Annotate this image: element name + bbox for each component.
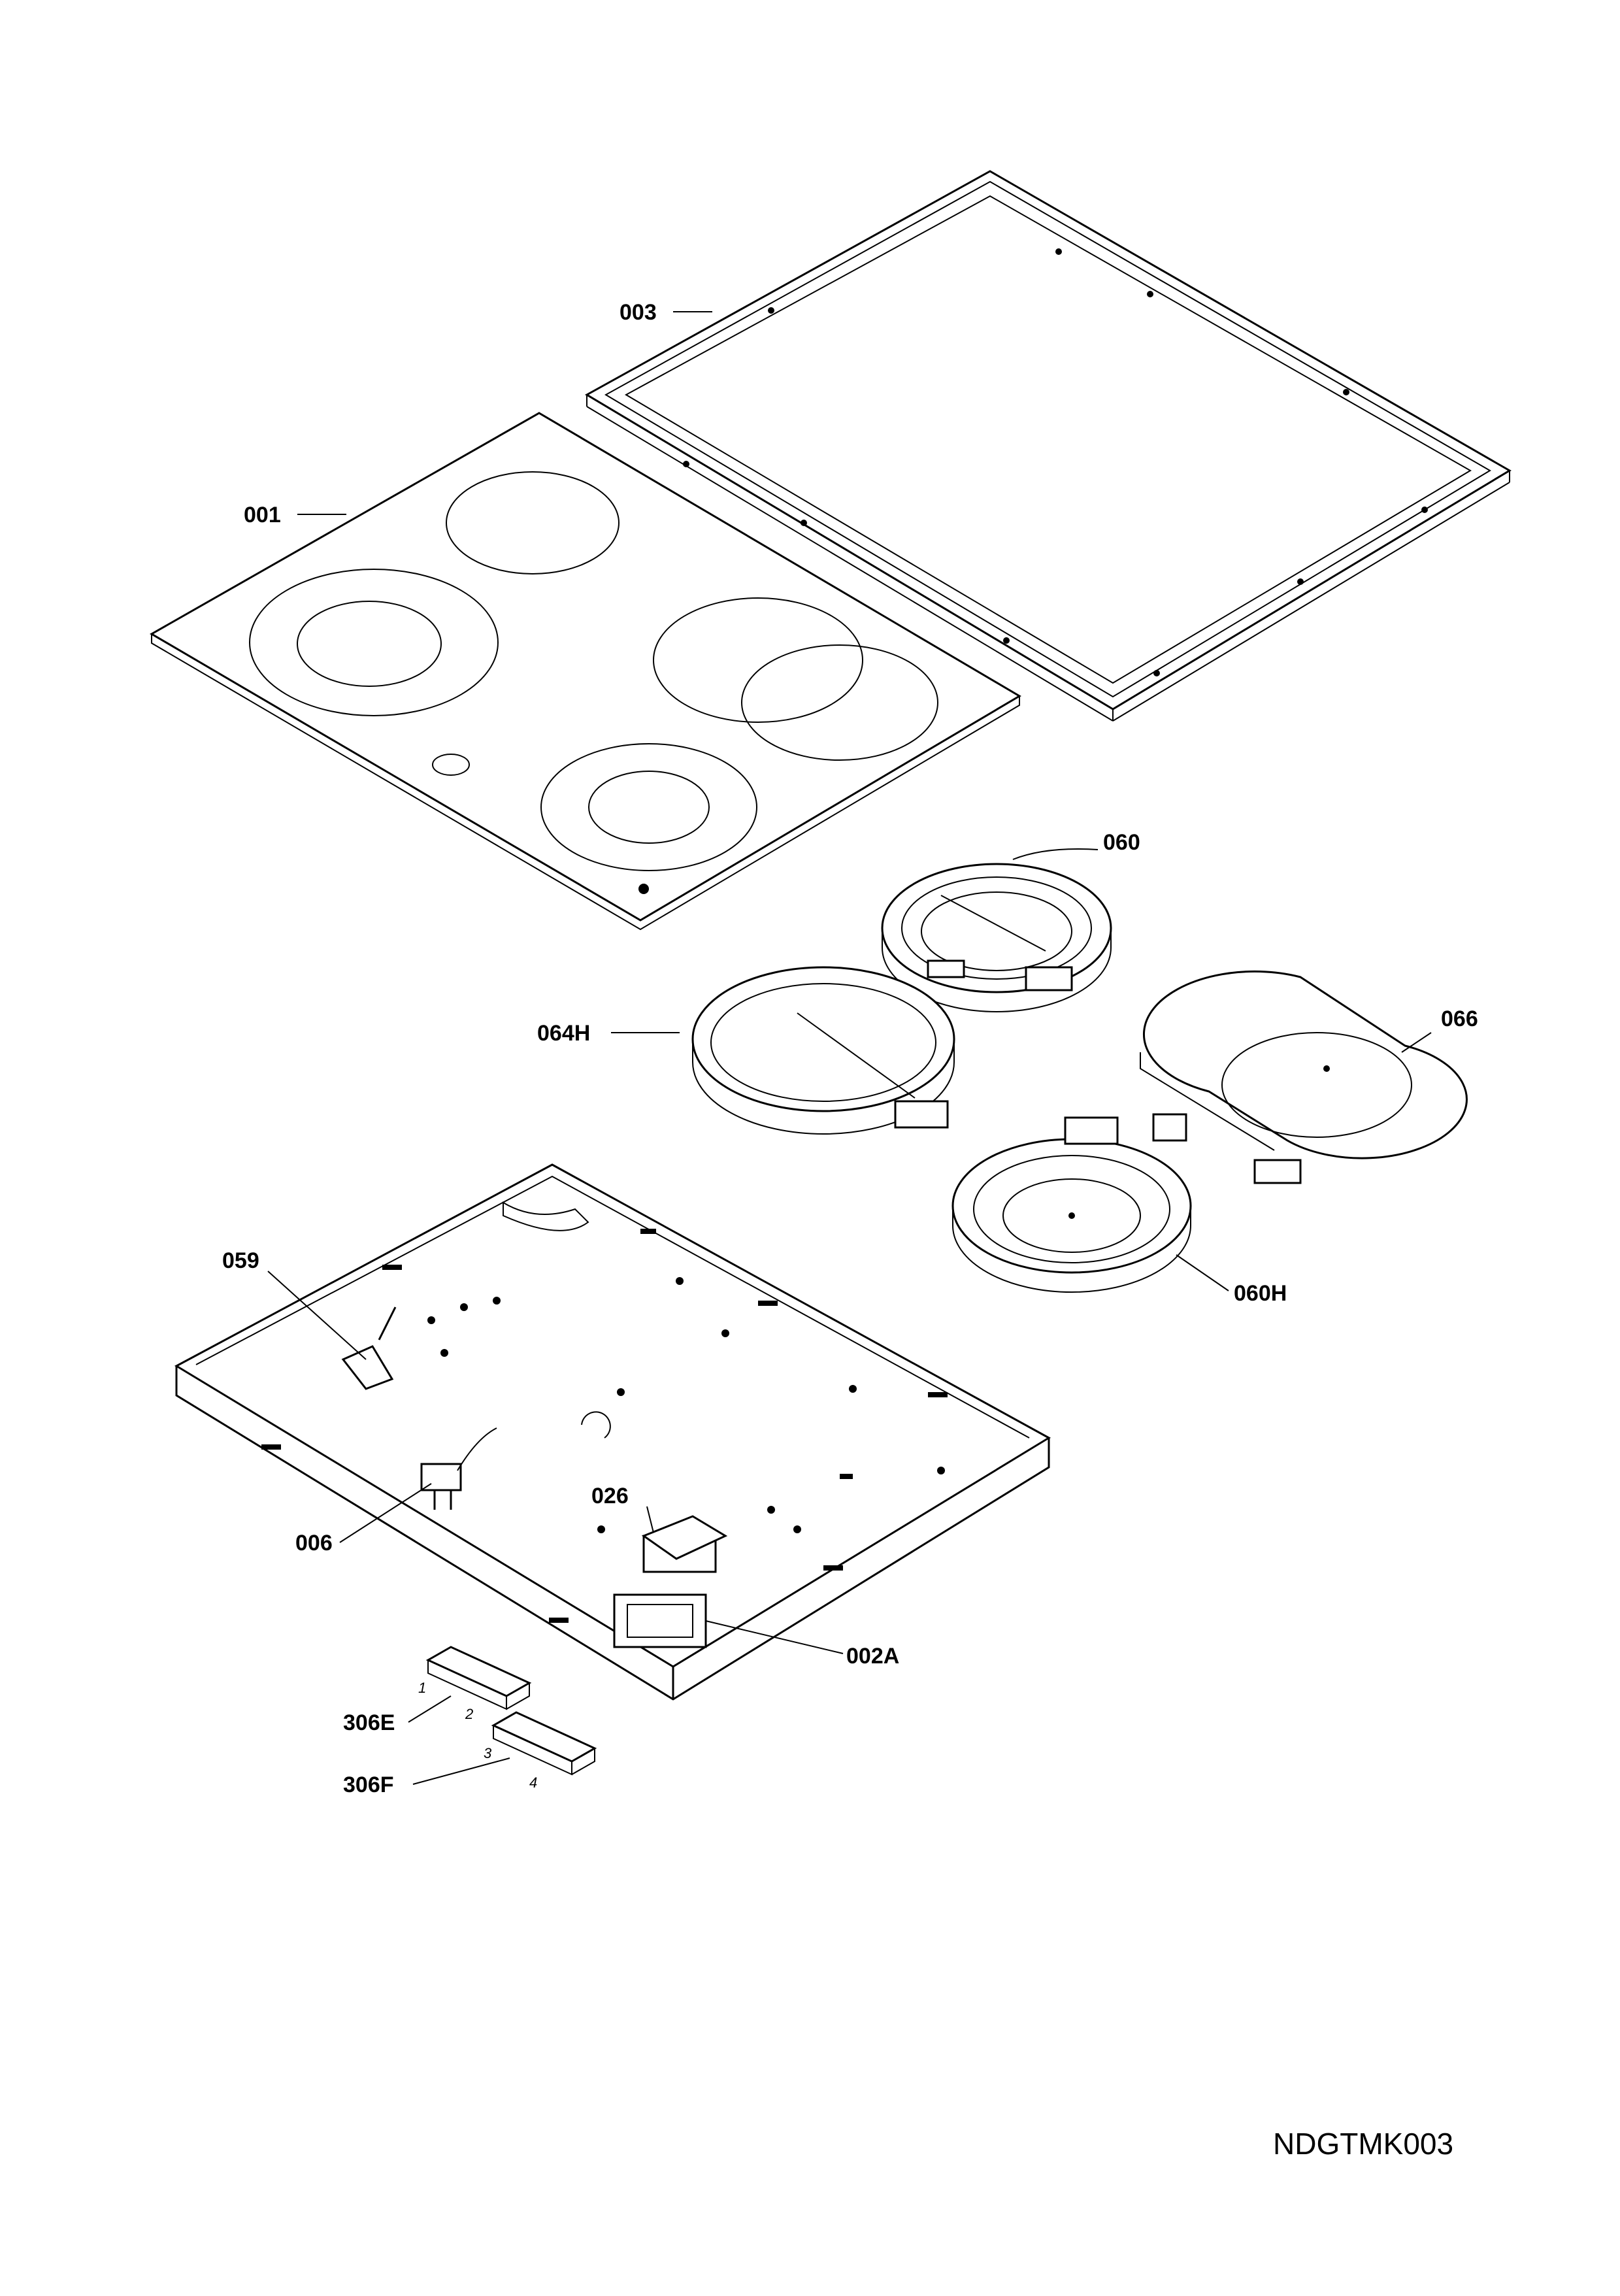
label-064h: 064H: [537, 1021, 590, 1046]
drawing-code: NDGTMK003: [1273, 2127, 1453, 2161]
label-066: 066: [1441, 1007, 1478, 1031]
knob-mark-4: 4: [529, 1774, 537, 1791]
knob-mark-2: 2: [465, 1706, 473, 1722]
part-heater-060: [881, 863, 1112, 1012]
label-003: 003: [620, 300, 657, 325]
part-glass-top-001: [150, 412, 1021, 931]
label-002a: 002A: [846, 1644, 899, 1669]
part-heater-064h: [691, 966, 955, 1135]
label-059: 059: [222, 1248, 259, 1273]
part-heater-060h: [951, 1116, 1192, 1293]
part-frame-003: [584, 170, 1512, 722]
part-bracket-059: [341, 1306, 397, 1390]
part-terminal-006: [420, 1427, 497, 1510]
part-knob-306f: [491, 1711, 597, 1776]
part-heater-066: [1140, 970, 1468, 1184]
label-006: 006: [295, 1531, 333, 1556]
part-base-tray-002a: [174, 1163, 1051, 1701]
part-cover-plate-026: [641, 1515, 728, 1560]
label-026: 026: [591, 1484, 629, 1508]
part-knob-306e: [425, 1646, 532, 1710]
knob-mark-1: 1: [418, 1680, 426, 1696]
label-306f: 306F: [343, 1772, 394, 1797]
label-001: 001: [244, 503, 281, 527]
label-060: 060: [1103, 830, 1140, 855]
label-306e: 306E: [343, 1710, 395, 1735]
leader-lines: [267, 311, 1432, 1785]
label-060h: 060H: [1234, 1281, 1287, 1306]
knob-mark-3: 3: [484, 1745, 492, 1761]
